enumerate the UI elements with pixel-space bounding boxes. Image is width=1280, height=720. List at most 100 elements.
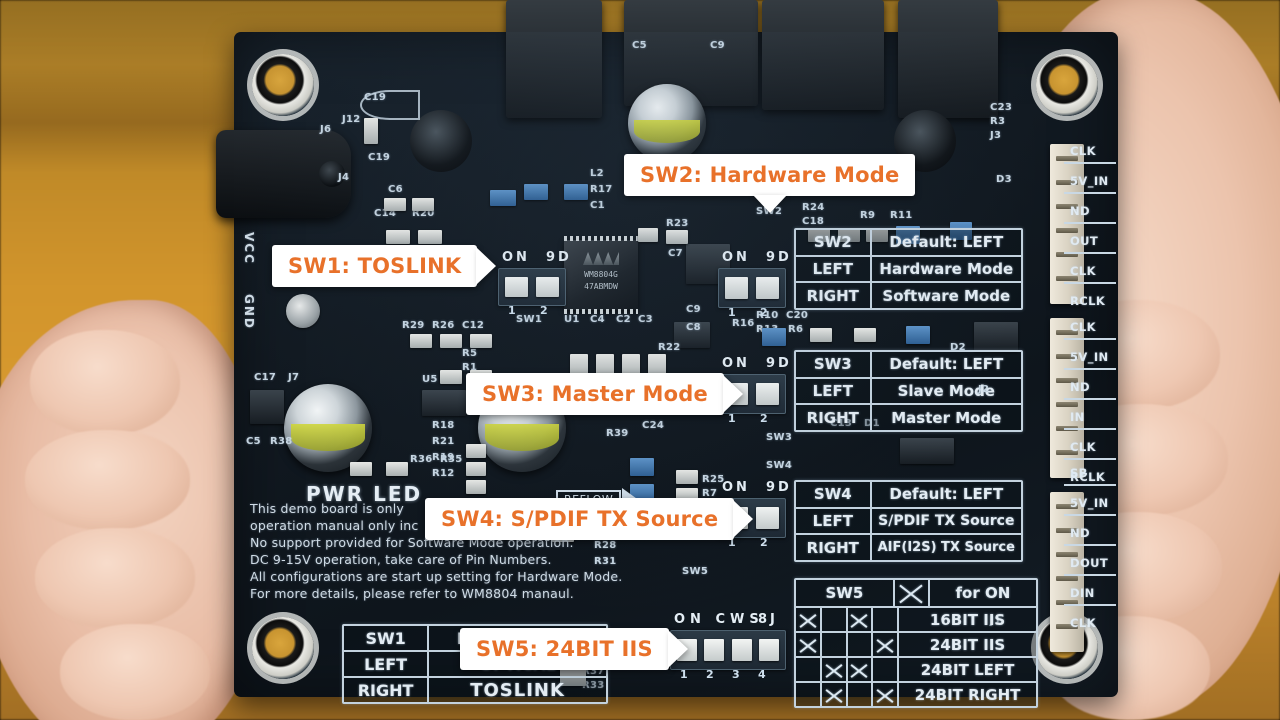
ref-c23: C23 (990, 102, 1013, 113)
pin-label-j3-4: OUT (1070, 234, 1099, 248)
sw5-slider-3[interactable] (731, 638, 752, 662)
sw1-slider-2[interactable] (536, 276, 559, 298)
sw3-num-1: 1 (728, 412, 736, 425)
left-finger-1 (30, 330, 180, 435)
vcc-label: VCC (242, 232, 256, 265)
sw1-dip-switch[interactable] (498, 268, 566, 306)
smd-generic-30 (386, 462, 408, 476)
smd-generic-6 (838, 228, 860, 242)
sw5-r2-c3 (873, 658, 900, 681)
sw1-left-key: LEFT (344, 652, 430, 676)
ref-r29: R29 (402, 320, 425, 331)
sw5-silkscreen-table: SW5 for ON 16BIT IIS 24BIT IIS (794, 578, 1038, 708)
smd-blue-5 (950, 222, 972, 240)
callout-sw5-label: SW5: 24BIT IIS (476, 637, 653, 661)
cap-band (291, 424, 365, 451)
ref-c9: C9 (710, 40, 725, 51)
ref-j4: J4 (338, 172, 350, 183)
smd-generic-4 (666, 230, 688, 244)
crystal-oscillator (686, 244, 730, 284)
mounting-hole-top-left (252, 54, 314, 116)
sw1-slider-1[interactable] (505, 276, 528, 298)
sw4-default: Default: LEFT (889, 485, 1004, 504)
ref-d3: D3 (996, 174, 1012, 185)
sw4-right-value: AIF(I2S) TX Source (877, 540, 1015, 556)
sw5-slider-4[interactable] (759, 638, 780, 662)
sw4-row-right: RIGHT AIF(I2S) TX Source (796, 535, 1021, 561)
sw2-row-right: RIGHT Software Mode (796, 283, 1021, 309)
callout-sw1-label: SW1: TOSLINK (288, 254, 462, 278)
ref-r18: R18 (432, 420, 455, 431)
sw4-right-key: RIGHT (796, 535, 872, 561)
ref-r25: R25 (702, 474, 725, 485)
smd-generic-5 (808, 228, 830, 242)
sw5-on-label: ON CWS (674, 612, 764, 627)
ref-r16: R16 (732, 318, 755, 329)
sw4-silkscreen-table: SW4 Default: LEFT LEFT S/PDIF TX Source … (794, 480, 1023, 562)
ref-c4: C4 (590, 314, 605, 325)
sw1-right-key: RIGHT (344, 678, 430, 702)
pin-label-j1-4: DOUT (1070, 556, 1109, 570)
smd-blue-2 (524, 184, 548, 200)
smd-generic-22 (676, 470, 698, 484)
sw5-r1-c2 (848, 633, 874, 656)
ref-r3: R3 (990, 116, 1006, 127)
ref-sw4-label: SW4 (766, 460, 793, 471)
smd-generic-12 (470, 334, 492, 348)
ref-j1-label: J1 (990, 616, 1002, 627)
smd-generic-13 (440, 370, 462, 384)
sw2-left-value: Hardware Mode (879, 260, 1014, 278)
jack-hole-left (410, 110, 472, 172)
ref-c3: C3 (638, 314, 653, 325)
sw5-r0-c2 (848, 608, 874, 631)
ref-c1: C1 (590, 200, 605, 211)
ref-r36: R36 (410, 454, 433, 465)
sw3-left-key: LEFT (796, 378, 872, 404)
smd-blue-4 (896, 226, 920, 244)
pin-divider-15 (1064, 604, 1116, 606)
ic-date-code: 47ABMDW (584, 282, 618, 291)
sw3-row-left: LEFT Slave Mode (796, 378, 1021, 406)
sw3-row-default: SW3 Default: LEFT (796, 352, 1021, 379)
sw2-dip-switch[interactable] (718, 268, 786, 308)
sw5-r0-c3 (873, 608, 900, 631)
sw2-slider-1[interactable] (725, 276, 748, 300)
sw5-r2-c0 (796, 658, 822, 681)
ref-c19: C19 (364, 92, 387, 103)
sw5-r3-label: 24BIT RIGHT (914, 685, 1021, 704)
ref-r6: R6 (788, 324, 804, 335)
sw2-slider-2[interactable] (756, 276, 779, 300)
rca-jack-left (506, 0, 602, 118)
smd-blue-3 (564, 184, 588, 200)
sw4-slider-2[interactable] (756, 506, 779, 530)
sw1-name: SW1 (344, 626, 430, 650)
sw2-name: SW2 (796, 230, 872, 255)
sw5-legend-x-icon (895, 580, 930, 606)
sw3-slider-2[interactable] (756, 382, 779, 406)
sw5-num-4: 4 (758, 668, 766, 681)
sw5-slider-2[interactable] (704, 638, 725, 662)
smd-generic-21 (466, 480, 486, 494)
ref-r10: R10 (756, 310, 779, 321)
ic-part-number: WM8804G (584, 270, 618, 279)
connector-j3[interactable] (1050, 144, 1084, 304)
sw5-r0-label: 16BIT IIS (929, 610, 1006, 629)
sw5-num-1: 1 (680, 668, 688, 681)
gnd-label: GND (242, 294, 256, 330)
sw5-r3-c1 (822, 683, 848, 706)
pin-label-j2-3: ND (1070, 380, 1090, 394)
pin-label-j3-1: CLK (1070, 144, 1096, 158)
pin-divider-5 (1064, 282, 1116, 284)
dc-power-jack (216, 130, 351, 218)
smd-r20 (412, 198, 434, 211)
callout-sw3: SW3: Master Mode (466, 373, 743, 415)
pin-label-j2-4: IN (1070, 410, 1085, 424)
callout-sw2: SW2: Hardware Mode (624, 154, 916, 213)
pin-divider-4 (1064, 252, 1116, 254)
pin-label-j3-5: CLK (1070, 264, 1096, 278)
j2-pin-4 (1056, 402, 1078, 407)
regulator-u5 (422, 390, 466, 416)
sw4-left-value: S/PDIF TX Source (878, 513, 1015, 529)
ref-sw3-label: SW3 (766, 432, 793, 443)
